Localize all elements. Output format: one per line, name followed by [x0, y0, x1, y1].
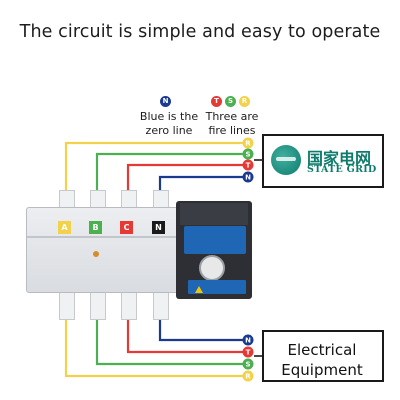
fire-legend-dots: T S R [211, 96, 250, 107]
terminal-bottom-s-icon [242, 358, 254, 370]
terminal-top-s-icon [242, 148, 254, 160]
neutral-legend-text: Blue is the zero line [134, 110, 204, 138]
fire-dot-t-icon: T [211, 96, 222, 107]
transfer-switch-body [26, 207, 180, 293]
terminal-top-n-icon [242, 171, 254, 183]
fire-legend-text: Three are fire lines [200, 110, 264, 138]
terminal-top-r-icon [242, 137, 254, 149]
terminal-top-t-label: T [246, 162, 251, 170]
fire-dot-r-icon: R [239, 96, 250, 107]
state-grid-name-cn: 国家电网 [307, 149, 372, 168]
switch-terminal-bottom-c [121, 290, 137, 320]
pole-label-a: A [58, 221, 71, 234]
selector-knob-icon[interactable] [199, 255, 225, 281]
switch-terminal-bottom-n [153, 290, 169, 320]
wire-top-t [126, 163, 246, 195]
terminal-top-r-label: R [245, 140, 251, 148]
switch-terminal-bottom-b [90, 290, 106, 320]
electrical-equipment-label: Electrical Equipment [262, 340, 382, 380]
neutral-dot-icon: N [160, 96, 171, 107]
controller-top-cover [180, 203, 248, 225]
terminal-top-t-icon [242, 159, 254, 171]
equipment-line2: Equipment [281, 361, 363, 379]
warning-icon [195, 286, 203, 293]
neutral-legend-line1: Blue is the [139, 110, 199, 123]
terminal-bottom-r-label: R [245, 373, 251, 381]
terminal-bottom-n-label: N [245, 337, 251, 345]
fire-legend-line1: Three are [205, 110, 259, 123]
wire-bottom-n [158, 312, 246, 342]
pole-label-b: B [89, 221, 102, 234]
headline: The circuit is simple and easy to operat… [19, 22, 381, 42]
terminal-top-s-label: S [245, 151, 250, 159]
wire-top-r [64, 141, 246, 195]
controller-panel [184, 226, 246, 254]
wire-bottom-s [95, 312, 246, 366]
terminal-bottom-r-icon [242, 370, 254, 382]
wire-top-n [158, 175, 246, 195]
wire-top-s [95, 152, 246, 195]
pole-label-c: C [120, 221, 133, 234]
switch-indicator-icon [93, 251, 99, 257]
equipment-line1: Electrical [287, 341, 357, 359]
pole-label-n: N [152, 221, 165, 234]
electrical-equipment-box [262, 330, 384, 382]
neutral-legend-line2: zero line [145, 124, 193, 137]
fire-legend-line2: fire lines [208, 124, 256, 137]
terminal-bottom-t-label: T [246, 349, 251, 357]
terminal-bottom-t-icon [242, 346, 254, 358]
switch-terminal-bottom-a [59, 290, 75, 320]
state-grid-logo-icon [271, 145, 301, 175]
state-grid-name-en: STATE GRID [307, 164, 377, 175]
wire-bottom-t [126, 312, 246, 354]
fire-dot-s-icon: S [225, 96, 236, 107]
terminal-top-n-label: N [245, 174, 251, 182]
wire-bottom-r [64, 312, 246, 378]
terminal-bottom-n-icon [242, 334, 254, 346]
terminal-bottom-s-label: S [245, 361, 250, 369]
neutral-legend-dots: N [160, 96, 171, 107]
